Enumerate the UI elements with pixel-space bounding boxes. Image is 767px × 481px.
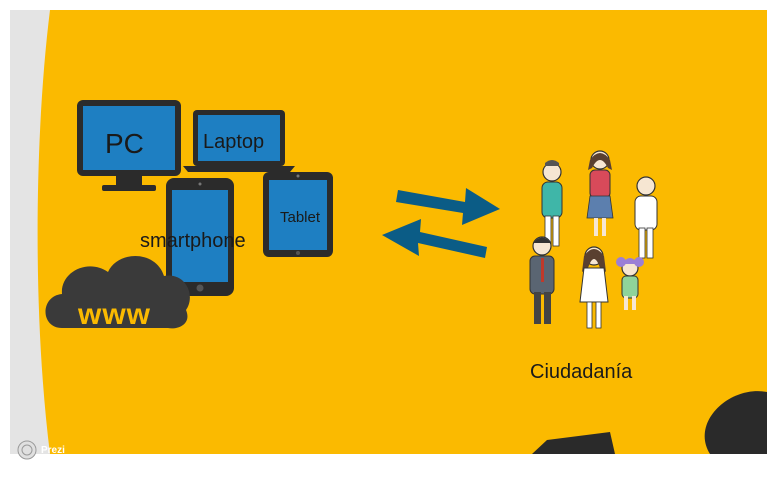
smartphone-label: smartphone (140, 230, 246, 252)
slide-canvas: PC Laptop Tablet smartphone www Ciudadan… (10, 10, 767, 454)
tablet-label: Tablet (280, 209, 321, 226)
smartphone-icon (166, 178, 234, 296)
prezi-badge[interactable]: Prezi (17, 440, 65, 460)
slide-graphics (10, 10, 767, 454)
laptop-label: Laptop (203, 131, 265, 153)
pc-label: PC (105, 128, 144, 159)
prezi-logo-icon (17, 440, 37, 460)
decor-shape-bottom-right (532, 391, 767, 454)
prezi-label: Prezi (41, 444, 65, 456)
cloud-icon (45, 255, 190, 329)
tablet-icon (263, 172, 333, 257)
citizens-label: Ciudadanía (530, 361, 633, 383)
laptop-icon (183, 110, 295, 172)
arrow-left-icon (382, 219, 487, 258)
citizens-group-icon (529, 150, 658, 329)
cloud-www-label: www (78, 298, 152, 331)
pc-monitor-icon (77, 100, 181, 191)
arrow-right-icon (396, 188, 500, 225)
left-decor-band (10, 10, 50, 454)
